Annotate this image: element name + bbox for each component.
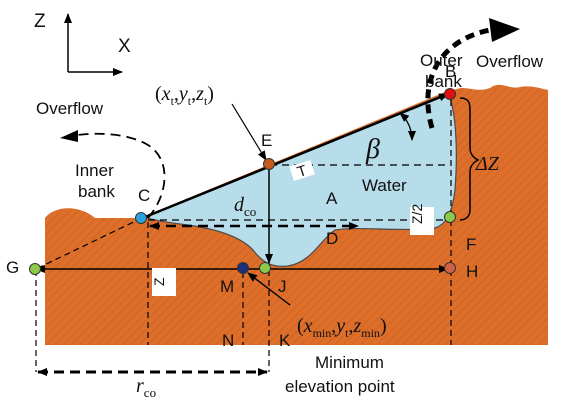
beta-label: β bbox=[365, 134, 380, 165]
min-point-label-1: Minimum bbox=[315, 353, 384, 372]
delta-z-brace bbox=[459, 97, 480, 221]
z-bar-box bbox=[152, 268, 176, 296]
inner-bank-label-2: bank bbox=[78, 182, 115, 201]
point-F-label: F bbox=[466, 235, 476, 254]
point-A-label: A bbox=[326, 189, 338, 208]
outer-bank-label-2: bank bbox=[425, 72, 462, 91]
z-over-2-box bbox=[410, 207, 434, 235]
outer-bank-label-1: Outer bbox=[420, 51, 463, 70]
point-B-marker bbox=[444, 88, 456, 100]
rco-label: rco bbox=[136, 375, 156, 400]
point-G-marker bbox=[29, 263, 41, 275]
overflow-right-arrow bbox=[425, 27, 491, 129]
point-N-label: N bbox=[222, 331, 234, 350]
overflow-left-arrowhead bbox=[60, 130, 78, 142]
point-M-marker bbox=[237, 262, 249, 274]
point-B-label: B bbox=[445, 62, 456, 81]
overflow-left-label: Overflow bbox=[36, 99, 104, 118]
water-label: Water bbox=[362, 176, 407, 195]
point-M-label: M bbox=[220, 277, 234, 296]
point-K-label: K bbox=[279, 331, 291, 350]
point-H-label: H bbox=[466, 262, 478, 281]
point-E-marker bbox=[263, 158, 275, 170]
coord-top-label: (xt,yt,zt) bbox=[155, 83, 214, 108]
point-J-label: J bbox=[278, 277, 287, 296]
point-C-label: C bbox=[138, 186, 150, 205]
x-axis-label: X bbox=[118, 36, 131, 57]
overflow-right-arrowhead bbox=[489, 18, 520, 42]
delta-z-label: ΔZ bbox=[475, 153, 500, 175]
point-H-marker bbox=[444, 262, 456, 274]
bank-line-CB bbox=[144, 92, 449, 219]
T-label-box bbox=[289, 159, 315, 182]
point-D-label: D bbox=[326, 229, 338, 248]
point-F-marker bbox=[444, 211, 456, 223]
z-over-2-label: Z/2 bbox=[409, 204, 425, 224]
point-J-marker bbox=[259, 262, 271, 274]
point-G-label: G bbox=[6, 258, 19, 277]
beta-angle-arc bbox=[399, 112, 416, 141]
z-axis-label: Z bbox=[34, 11, 46, 32]
coord-min-label: (xmin,yt,zmin) bbox=[297, 315, 387, 340]
point-E-label: E bbox=[261, 131, 272, 150]
min-point-label-2: elevation point bbox=[285, 377, 395, 396]
z-bar-label: Z bbox=[151, 277, 167, 286]
inner-bank-label-1: Inner bbox=[75, 161, 114, 180]
coord-min-pointer bbox=[247, 272, 291, 306]
overflow-left-arrow bbox=[77, 132, 166, 219]
overflow-right-label: Overflow bbox=[476, 52, 544, 71]
point-C-marker bbox=[135, 212, 147, 224]
dco-label: dco bbox=[234, 194, 256, 219]
coord-top-pointer bbox=[231, 103, 267, 161]
